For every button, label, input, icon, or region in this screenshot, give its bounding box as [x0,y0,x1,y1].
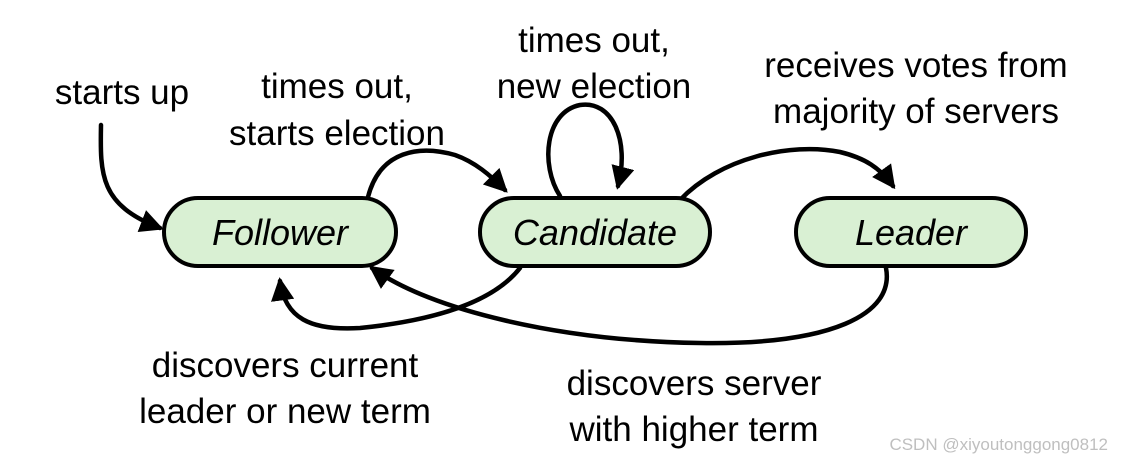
state-candidate-label: Candidate [513,212,677,253]
state-follower-label: Follower [212,212,350,253]
state-leader: Leader [794,196,1028,268]
label-line: receives votes from [764,46,1067,85]
label-line: discovers current [152,346,419,385]
label-line: leader or new term [139,392,431,431]
watermark-text: CSDN @xiyoutonggong0812 [889,435,1108,454]
label-line: with higher term [569,410,819,449]
label-times-out-new-election: times out, new election [497,21,692,106]
state-candidate: Candidate [478,196,712,268]
label-line: new election [497,67,692,106]
label-line: discovers server [567,364,822,403]
label-line: starts election [229,114,445,153]
label-starts-up: starts up [55,73,189,112]
state-follower: Follower [162,196,398,268]
arrow-starts-up [98,122,164,232]
label-line: times out, [518,21,670,60]
label-receives-votes: receives votes from majority of servers [764,46,1067,131]
label-discovers-higher-term: discovers server with higher term [567,364,822,449]
label-discovers-current-leader: discovers current leader or new term [139,346,431,431]
label-line: majority of servers [773,92,1059,131]
arrow-leader-to-follower [368,265,890,346]
arrow-follower-to-candidate [365,148,508,200]
arrow-candidate-self-loop [546,102,635,199]
label-line: times out, [261,67,413,106]
arrow-candidate-to-leader [677,146,896,203]
arrow-candidate-to-follower [271,265,523,331]
state-leader-label: Leader [855,212,969,253]
label-times-out-starts-election: times out, starts election [229,67,445,153]
